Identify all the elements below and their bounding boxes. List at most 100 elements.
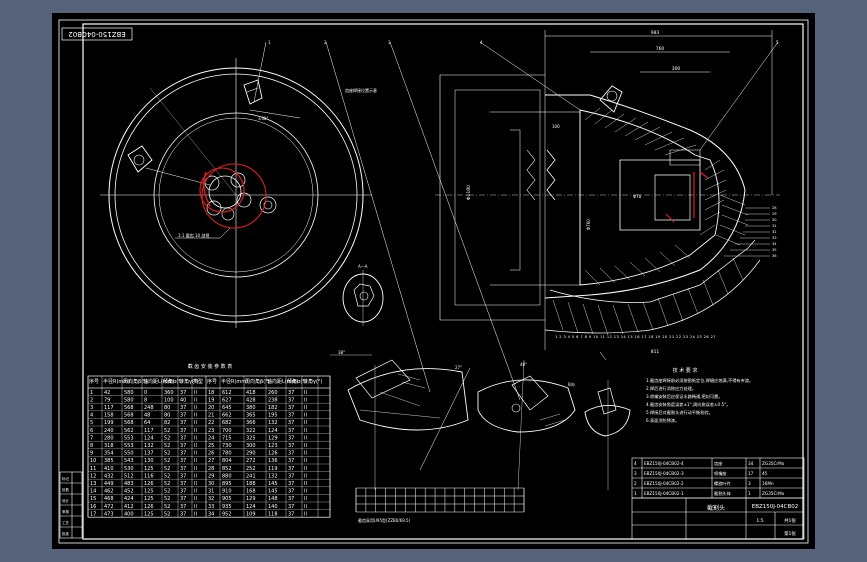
- table2-cell: 804: [222, 458, 232, 464]
- table1-cell: 199: [104, 420, 114, 426]
- table2-cell: 37: [288, 481, 294, 487]
- angle-label-2: 48°: [520, 362, 527, 367]
- svg-text:审核: 审核: [62, 509, 69, 514]
- svg-text:3.喷嘴安装后应保证水路畅通,密封可靠。: 3.喷嘴安装后应保证水路畅通,密封可靠。: [646, 393, 723, 400]
- table2-cell: 910: [222, 489, 232, 495]
- table1-cell: II: [194, 428, 197, 434]
- partial-section-3: [584, 380, 631, 490]
- leader-label-4: 4: [480, 40, 483, 45]
- table2-cell: II: [304, 390, 307, 396]
- table1-cell: 280: [104, 435, 114, 441]
- tech-lines: 1.截齿座焊接前必须按图纸定位,焊缝应饱满,不得有夹渣。 2.焊后进行消除应力处…: [646, 377, 753, 424]
- table1-cell: 37: [180, 511, 186, 517]
- svg-text:29: 29: [772, 212, 777, 216]
- table1-header: 转角γ(°): [179, 378, 198, 385]
- table1-cell: 80: [164, 405, 170, 411]
- table1-cell: 137: [144, 451, 154, 457]
- table2-cell: 37: [288, 443, 294, 449]
- table1-cell: 553: [124, 443, 134, 449]
- table1-header: 轴向距L(mm): [267, 378, 298, 385]
- table1-cell: 562: [124, 428, 134, 434]
- table2-cell: 37: [288, 504, 294, 510]
- table1-cell: II: [194, 397, 197, 403]
- table1-header: 倾角α(°): [287, 378, 307, 385]
- table2-cell: II: [304, 451, 307, 457]
- table1-cell: 158: [104, 413, 114, 419]
- table1-header: 轴向距L(mm): [143, 378, 174, 385]
- table2-cell: 140: [268, 504, 278, 510]
- title-tag: EBZ150-04CB02: [68, 30, 125, 38]
- table1-title: 截 齿 安 装 参 数 表: [188, 363, 233, 370]
- table2-cell: 935: [222, 504, 232, 510]
- table2-cell: II: [304, 443, 307, 449]
- table2-cell: 37: [288, 511, 294, 517]
- table1-cell: II: [194, 473, 197, 479]
- table1-cell: 37: [180, 405, 186, 411]
- table1-cell: II: [194, 489, 197, 495]
- table1-cell: 449: [104, 481, 114, 487]
- table2-cell: 380: [246, 405, 256, 411]
- table1-cell: 7: [90, 435, 93, 441]
- bom-cell: 17: [748, 471, 754, 476]
- table1-cell: 452: [124, 489, 134, 495]
- table2-cell: 780: [222, 451, 232, 457]
- table2-cell: 129: [246, 496, 256, 502]
- table1-cell: 512: [124, 473, 134, 479]
- bom-cell: 齿座: [714, 460, 722, 467]
- sheet-outer-border: [58, 19, 809, 544]
- table2-cell: 700: [222, 428, 232, 434]
- table1-header: 半径R(mm): [103, 378, 130, 385]
- table1-cell: 37: [180, 420, 186, 426]
- table1-cell: 385: [104, 458, 114, 464]
- table2-cell: 23: [208, 428, 214, 434]
- table1-cell: 412: [124, 504, 134, 510]
- table2-cell: II: [304, 473, 307, 479]
- table2-cell: 37: [288, 390, 294, 396]
- svg-text:处数: 处数: [62, 487, 69, 492]
- table1-cell: 550: [124, 451, 134, 457]
- section-right-leaders: [724, 207, 770, 257]
- table2-cell: 168: [246, 489, 256, 495]
- bom-cell: EBZ150J-04CB02-4: [644, 461, 684, 466]
- table2-cell: 612: [222, 390, 232, 396]
- table2-cell: 25: [208, 443, 214, 449]
- table2-cell: 37: [288, 413, 294, 419]
- dim-mid: 100: [552, 124, 560, 129]
- table1-cell: II: [194, 390, 197, 396]
- table1-cell: 37: [180, 496, 186, 502]
- table1-cell: 3: [90, 405, 93, 411]
- table1-cell: 12: [90, 473, 96, 479]
- table1-cell: 52: [164, 511, 170, 517]
- table1-header: 半径R(mm): [221, 378, 248, 385]
- table2-cell: 188: [246, 481, 256, 487]
- svg-text:标记: 标记: [62, 476, 69, 481]
- leader-label-1: 1: [268, 40, 271, 45]
- table1-header: 周向角β(°): [245, 378, 270, 385]
- table2-cell: 365: [246, 413, 256, 419]
- table1-cell: 248: [144, 405, 154, 411]
- table2-cell: 300: [246, 443, 256, 449]
- bom-cell: EBZ150J-04CB02-3: [644, 471, 684, 476]
- drawing-sheet: [52, 13, 815, 549]
- table1-header: 倾角α(°): [163, 378, 183, 385]
- table1-cell: 52: [164, 496, 170, 502]
- table1-cell: 52: [164, 451, 170, 457]
- table1-cell: II: [194, 451, 197, 457]
- bom-cell: 螺旋叶片: [714, 480, 731, 487]
- dim-bottom: 811: [651, 349, 660, 355]
- table2-cell: 123: [268, 443, 278, 449]
- svg-text:34: 34: [772, 242, 777, 246]
- bom-cell: 3: [748, 481, 751, 486]
- svg-text:批准: 批准: [62, 531, 69, 536]
- bom-cell: ZG35CrMo: [762, 491, 785, 496]
- table2-cell: 19: [208, 397, 214, 403]
- table1-cell: 125: [144, 466, 154, 472]
- table1-cell: 52: [164, 428, 170, 434]
- table2-cell: 145: [268, 481, 278, 487]
- table1-cell: 52: [164, 504, 170, 510]
- table1-cell: 117: [144, 428, 154, 434]
- table1-cell: 568: [124, 420, 134, 426]
- table1-cell: 8: [90, 443, 93, 449]
- table1-cell: 240: [104, 428, 114, 434]
